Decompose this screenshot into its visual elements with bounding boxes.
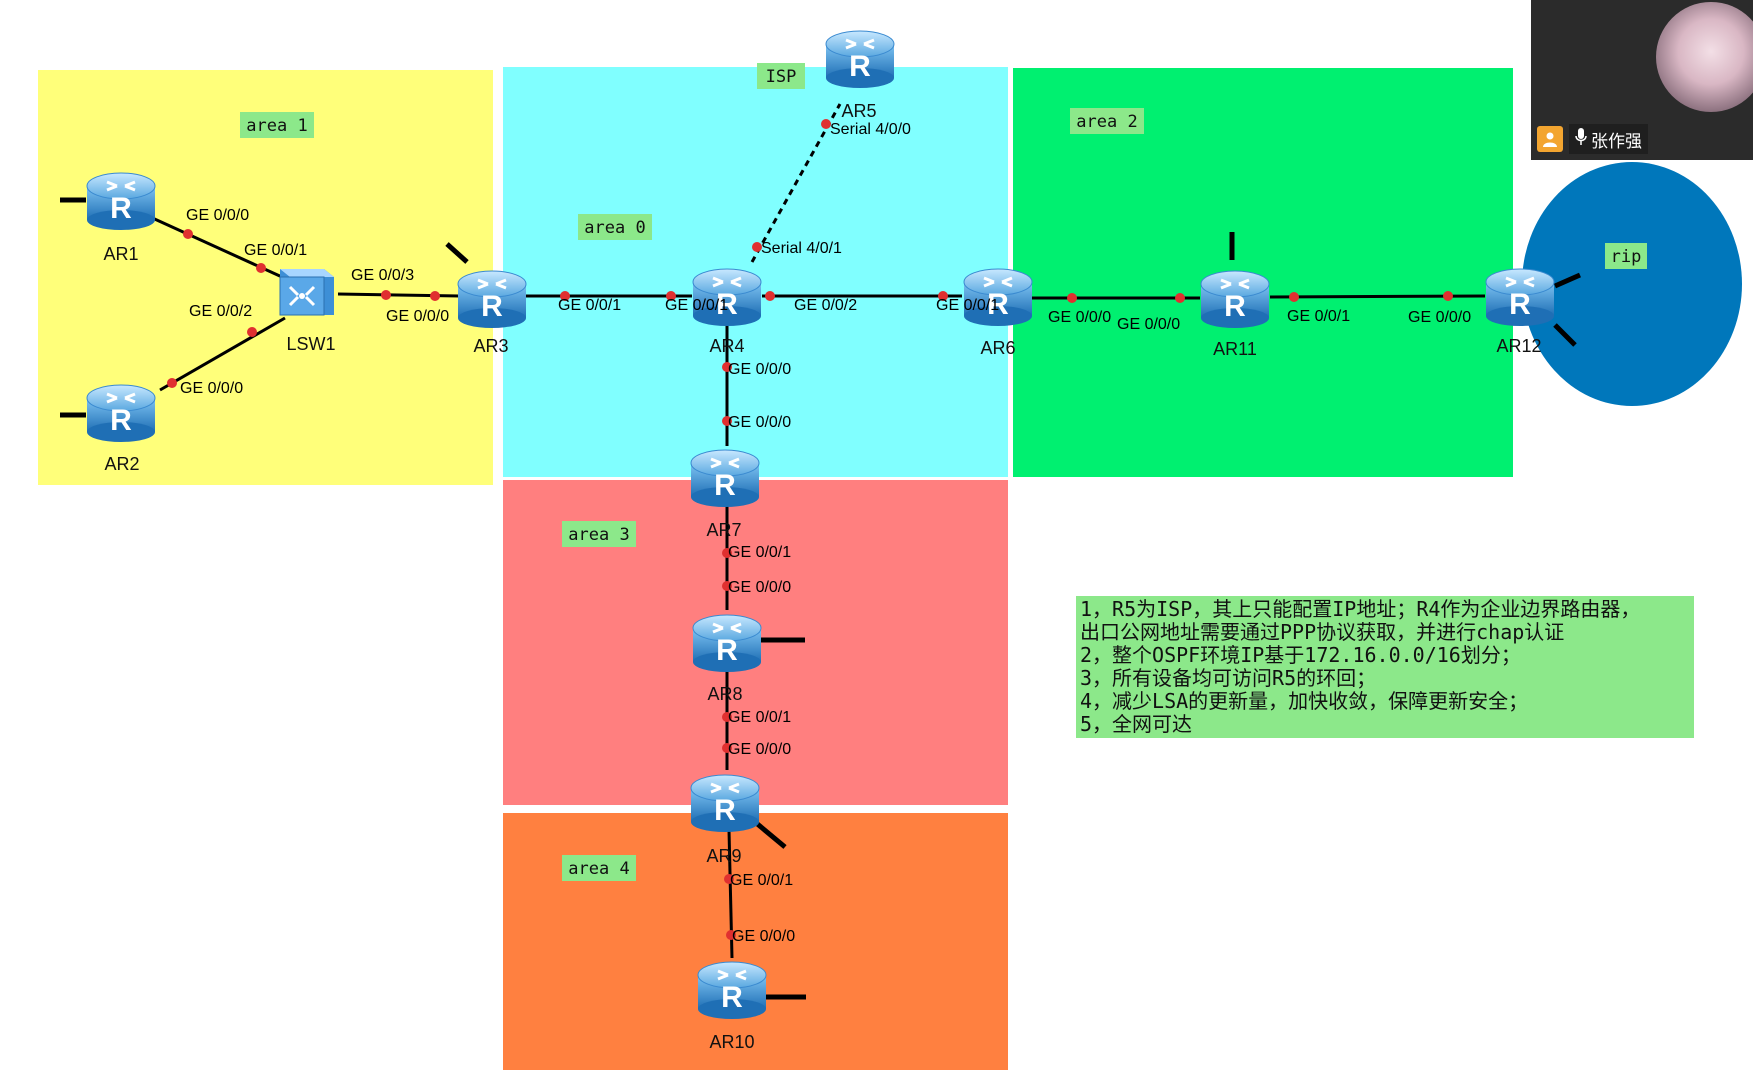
isp-tag: ISP (757, 63, 805, 89)
links (60, 103, 1582, 1000)
svg-text:GE 0/0/1: GE 0/0/1 (244, 242, 307, 259)
area-2-tag: area 2 (1070, 108, 1144, 134)
area-1-tag: area 1 (240, 112, 314, 138)
svg-text:GE 0/0/0: GE 0/0/0 (732, 928, 795, 945)
svg-text:GE 0/0/1: GE 0/0/1 (730, 872, 793, 889)
area-0-zone (503, 67, 1008, 477)
note-line: 出口公网地址需要通过PPP协议获取，并进行chap认证 (1080, 620, 1565, 644)
label-ar12: AR12 (1496, 336, 1541, 356)
participant-name-tag: 张作强 (1569, 124, 1648, 154)
microphone-icon[interactable] (1575, 128, 1587, 150)
participant-name: 张作强 (1591, 131, 1642, 152)
svg-text:GE 0/0/1: GE 0/0/1 (728, 544, 791, 561)
label-ar1: AR1 (103, 244, 138, 264)
svg-text:Serial 4/0/0: Serial 4/0/0 (830, 121, 911, 138)
svg-text:area 0: area 0 (584, 218, 645, 238)
svg-text:GE 0/0/0: GE 0/0/0 (386, 308, 449, 325)
svg-text:GE 0/0/0: GE 0/0/0 (728, 414, 791, 431)
video-call-tile[interactable]: 张作强 (1531, 0, 1753, 160)
svg-text:GE 0/0/0: GE 0/0/0 (1408, 309, 1471, 326)
svg-text:GE 0/0/0: GE 0/0/0 (728, 361, 791, 378)
port-labels: GE 0/0/0 GE 0/0/1 GE 0/0/2 GE 0/0/0 GE 0… (180, 121, 1471, 945)
rip-tag: rip (1605, 243, 1647, 269)
svg-text:GE 0/0/1: GE 0/0/1 (665, 297, 728, 314)
router-ar8-icon[interactable] (691, 613, 763, 674)
note-line: 3，所有设备均可访问R5的环回； (1080, 666, 1377, 690)
rip-zone (1522, 162, 1742, 406)
link-ar4-ar5 (750, 103, 842, 263)
svg-text:area 3: area 3 (568, 525, 629, 545)
svg-text:GE 0/0/1: GE 0/0/1 (558, 297, 621, 314)
router-ar12-icon[interactable] (1484, 267, 1556, 328)
svg-text:GE 0/0/0: GE 0/0/0 (186, 207, 249, 224)
note-line: 5，全网可达 (1080, 712, 1193, 736)
svg-text:GE 0/0/3: GE 0/0/3 (351, 267, 414, 284)
svg-text:GE 0/0/0: GE 0/0/0 (1117, 316, 1180, 333)
router-ar11-icon[interactable] (1199, 269, 1271, 330)
label-ar8: AR8 (707, 684, 742, 704)
label-ar9: AR9 (706, 846, 741, 866)
svg-text:area 1: area 1 (246, 116, 307, 136)
note-line: 4，减少LSA的更新量，加快收敛，保障更新安全； (1080, 689, 1529, 713)
svg-text:GE 0/0/0: GE 0/0/0 (1048, 309, 1111, 326)
label-ar2: AR2 (104, 454, 139, 474)
area-3-tag: area 3 (562, 521, 636, 547)
svg-text:ISP: ISP (766, 67, 797, 87)
link-lsw1-ar3 (337, 292, 461, 298)
label-ar7: AR7 (706, 520, 741, 540)
avatar (1656, 2, 1753, 112)
area-2-zone (1013, 68, 1513, 477)
label-ar6: AR6 (980, 338, 1015, 358)
switch-lsw1-icon[interactable] (278, 267, 336, 317)
router-ar2-icon[interactable] (85, 383, 157, 444)
svg-text:GE 0/0/1: GE 0/0/1 (936, 297, 999, 314)
label-ar11: AR11 (1213, 339, 1257, 359)
svg-text:rip: rip (1611, 247, 1642, 267)
label-lsw1: LSW1 (286, 334, 335, 354)
svg-text:Serial 4/0/1: Serial 4/0/1 (761, 240, 842, 257)
port-dots (167, 119, 1453, 940)
svg-text:GE 0/0/2: GE 0/0/2 (794, 297, 857, 314)
svg-text:GE 0/0/1: GE 0/0/1 (728, 709, 791, 726)
svg-text:GE 0/0/1: GE 0/0/1 (1287, 308, 1350, 325)
svg-text:area 4: area 4 (568, 859, 629, 879)
video-call-name-bar: 张作强 (1537, 124, 1648, 154)
link-ar2-lsw1 (159, 316, 286, 392)
router-ar10-icon[interactable] (696, 960, 768, 1021)
note-line: 1，R5为ISP，其上只能配置IP地址；R4作为企业边界路由器， (1080, 597, 1641, 621)
user-icon[interactable] (1537, 126, 1563, 152)
svg-text:GE 0/0/2: GE 0/0/2 (189, 303, 252, 320)
svg-text:GE 0/0/0: GE 0/0/0 (728, 579, 791, 596)
area-4-tag: area 4 (562, 855, 636, 881)
label-ar5: AR5 (841, 101, 876, 121)
router-ar7-icon[interactable] (689, 448, 761, 509)
label-ar3: AR3 (473, 336, 508, 356)
svg-text:GE 0/0/0: GE 0/0/0 (728, 741, 791, 758)
label-ar10: AR10 (709, 1032, 754, 1052)
svg-text:area 2: area 2 (1076, 112, 1137, 132)
area-0-tag: area 0 (578, 214, 652, 240)
router-ar3-icon[interactable] (456, 269, 528, 330)
label-ar4: AR4 (709, 336, 744, 356)
router-ar9-icon[interactable] (689, 773, 761, 834)
note-line: 2，整个OSPF环境IP基于172.16.0.0/16划分； (1080, 643, 1521, 667)
requirements-notes: 1，R5为ISP，其上只能配置IP地址；R4作为企业边界路由器， 出口公网地址需… (1076, 596, 1694, 738)
svg-text:GE 0/0/0: GE 0/0/0 (180, 380, 243, 397)
router-ar1-icon[interactable] (85, 171, 157, 232)
router-ar5-icon[interactable] (824, 29, 896, 90)
